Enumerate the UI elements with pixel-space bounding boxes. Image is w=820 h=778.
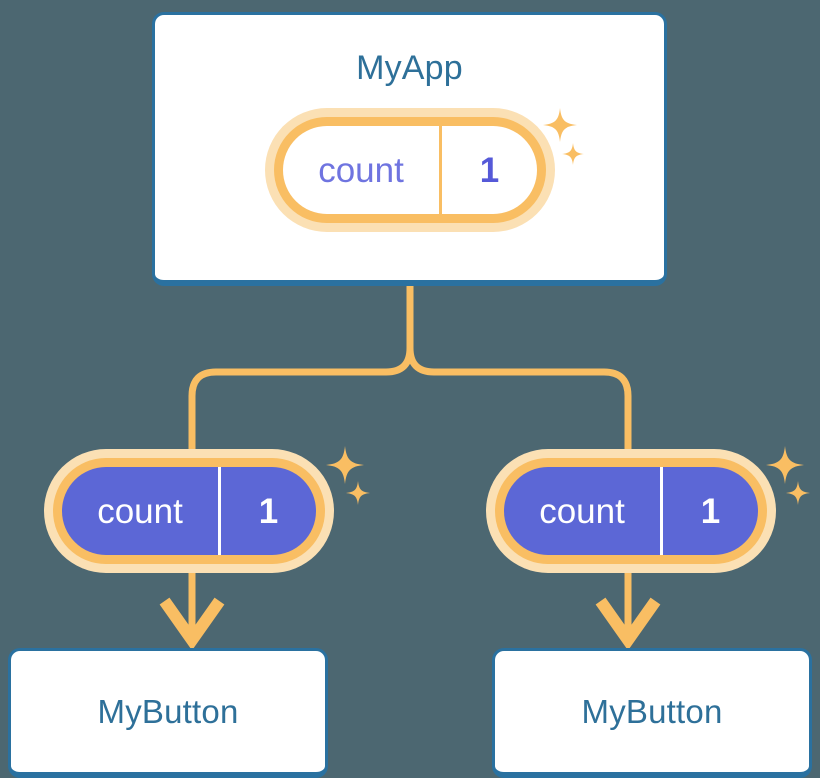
component-title-myapp: MyApp bbox=[356, 49, 463, 87]
state-value-label: 1 bbox=[218, 467, 316, 555]
state-pill-ring: count 1 bbox=[274, 117, 546, 223]
arrow-down-icon-left bbox=[159, 597, 225, 651]
state-key-label: count bbox=[318, 150, 404, 190]
sparkle-icon-myapp-large bbox=[543, 108, 577, 142]
sparkle-icon-myapp-small bbox=[562, 143, 584, 165]
state-value-label: 1 bbox=[439, 126, 537, 214]
state-pill-myapp[interactable]: count 1 bbox=[265, 108, 555, 232]
state-pill-child-left[interactable]: count 1 bbox=[44, 449, 334, 573]
state-key-label: count bbox=[97, 491, 183, 531]
arrow-down-icon-right bbox=[595, 597, 661, 651]
sparkle-icon-right-large bbox=[766, 446, 804, 484]
sparkle-icon-left-large bbox=[326, 446, 364, 484]
connector-branch-right bbox=[406, 347, 632, 452]
state-pill-body: count 1 bbox=[62, 467, 316, 555]
sparkle-icon-left-small bbox=[346, 481, 370, 505]
connector-branch-left bbox=[188, 347, 414, 452]
component-title-mybutton-right: MyButton bbox=[581, 693, 723, 730]
sparkle-icon-right-small bbox=[786, 481, 810, 505]
state-pill-body: count 1 bbox=[504, 467, 758, 555]
state-pill-ring: count 1 bbox=[495, 458, 767, 564]
state-pill-ring: count 1 bbox=[53, 458, 325, 564]
state-key-label: count bbox=[539, 491, 625, 531]
component-card-mybutton-left[interactable]: MyButton bbox=[8, 648, 328, 778]
state-pill-body: count 1 bbox=[283, 126, 537, 214]
state-pill-child-right[interactable]: count 1 bbox=[486, 449, 776, 573]
component-title-mybutton-left: MyButton bbox=[97, 693, 239, 730]
component-card-mybutton-right[interactable]: MyButton bbox=[492, 648, 812, 778]
state-value-label: 1 bbox=[660, 467, 758, 555]
